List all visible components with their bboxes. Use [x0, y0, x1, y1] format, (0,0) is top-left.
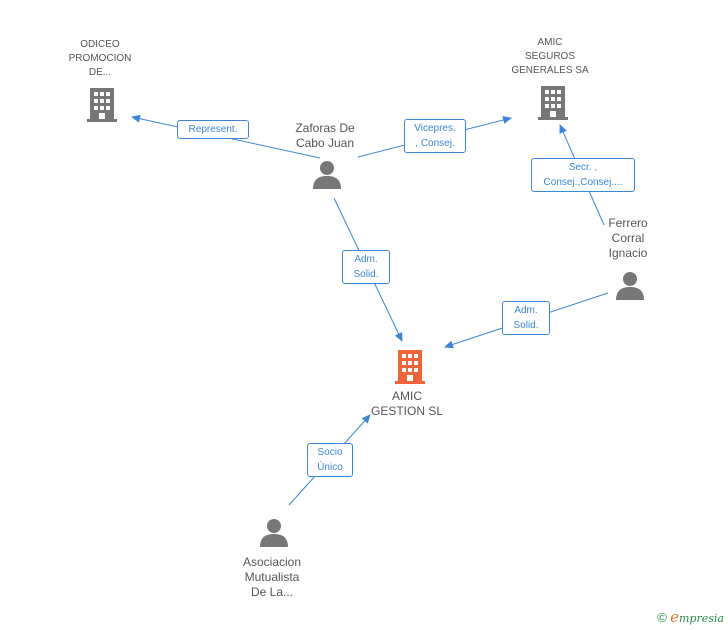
- edge-label-secr[interactable]: Secr. , Consej.,Consej....: [531, 158, 635, 192]
- person-icon-zaforas[interactable]: [313, 161, 341, 189]
- building-icon-odiceo[interactable]: [87, 88, 117, 122]
- edge-label-vicepres[interactable]: Vicepres. , Consej.: [404, 119, 466, 153]
- node-label-zaforas[interactable]: Zaforas De Cabo Juan: [295, 121, 355, 150]
- person-icon-asociacion[interactable]: [260, 519, 288, 547]
- copyright-symbol: ©: [657, 610, 667, 625]
- empresia-logo: © empresia: [657, 608, 724, 626]
- edge-label-represent[interactable]: Represent.: [177, 120, 249, 139]
- edge-label-adm-ferrero[interactable]: Adm. Solid.: [502, 301, 550, 335]
- node-label-odiceo[interactable]: ODICEO PROMOCION DE...: [68, 39, 132, 78]
- building-icon-amic-seguros[interactable]: [538, 86, 568, 120]
- edge-label-adm-zaforas[interactable]: Adm. Solid.: [342, 250, 390, 284]
- node-label-asociacion[interactable]: Asociacion Mutualista De La...: [242, 555, 302, 599]
- node-label-amic-gestion[interactable]: AMIC GESTION SL: [370, 389, 444, 418]
- node-label-amic-seguros[interactable]: AMIC SEGUROS GENERALES SA: [511, 37, 589, 76]
- brand-name: mpresia: [679, 612, 724, 625]
- brand-initial: e: [670, 608, 680, 626]
- building-icon-amic-gestion[interactable]: [395, 350, 425, 384]
- person-icon-ferrero[interactable]: [616, 272, 644, 300]
- node-label-ferrero[interactable]: Ferrero Corral Ignacio: [608, 216, 648, 260]
- edge-label-socio[interactable]: Socio Único: [307, 443, 353, 477]
